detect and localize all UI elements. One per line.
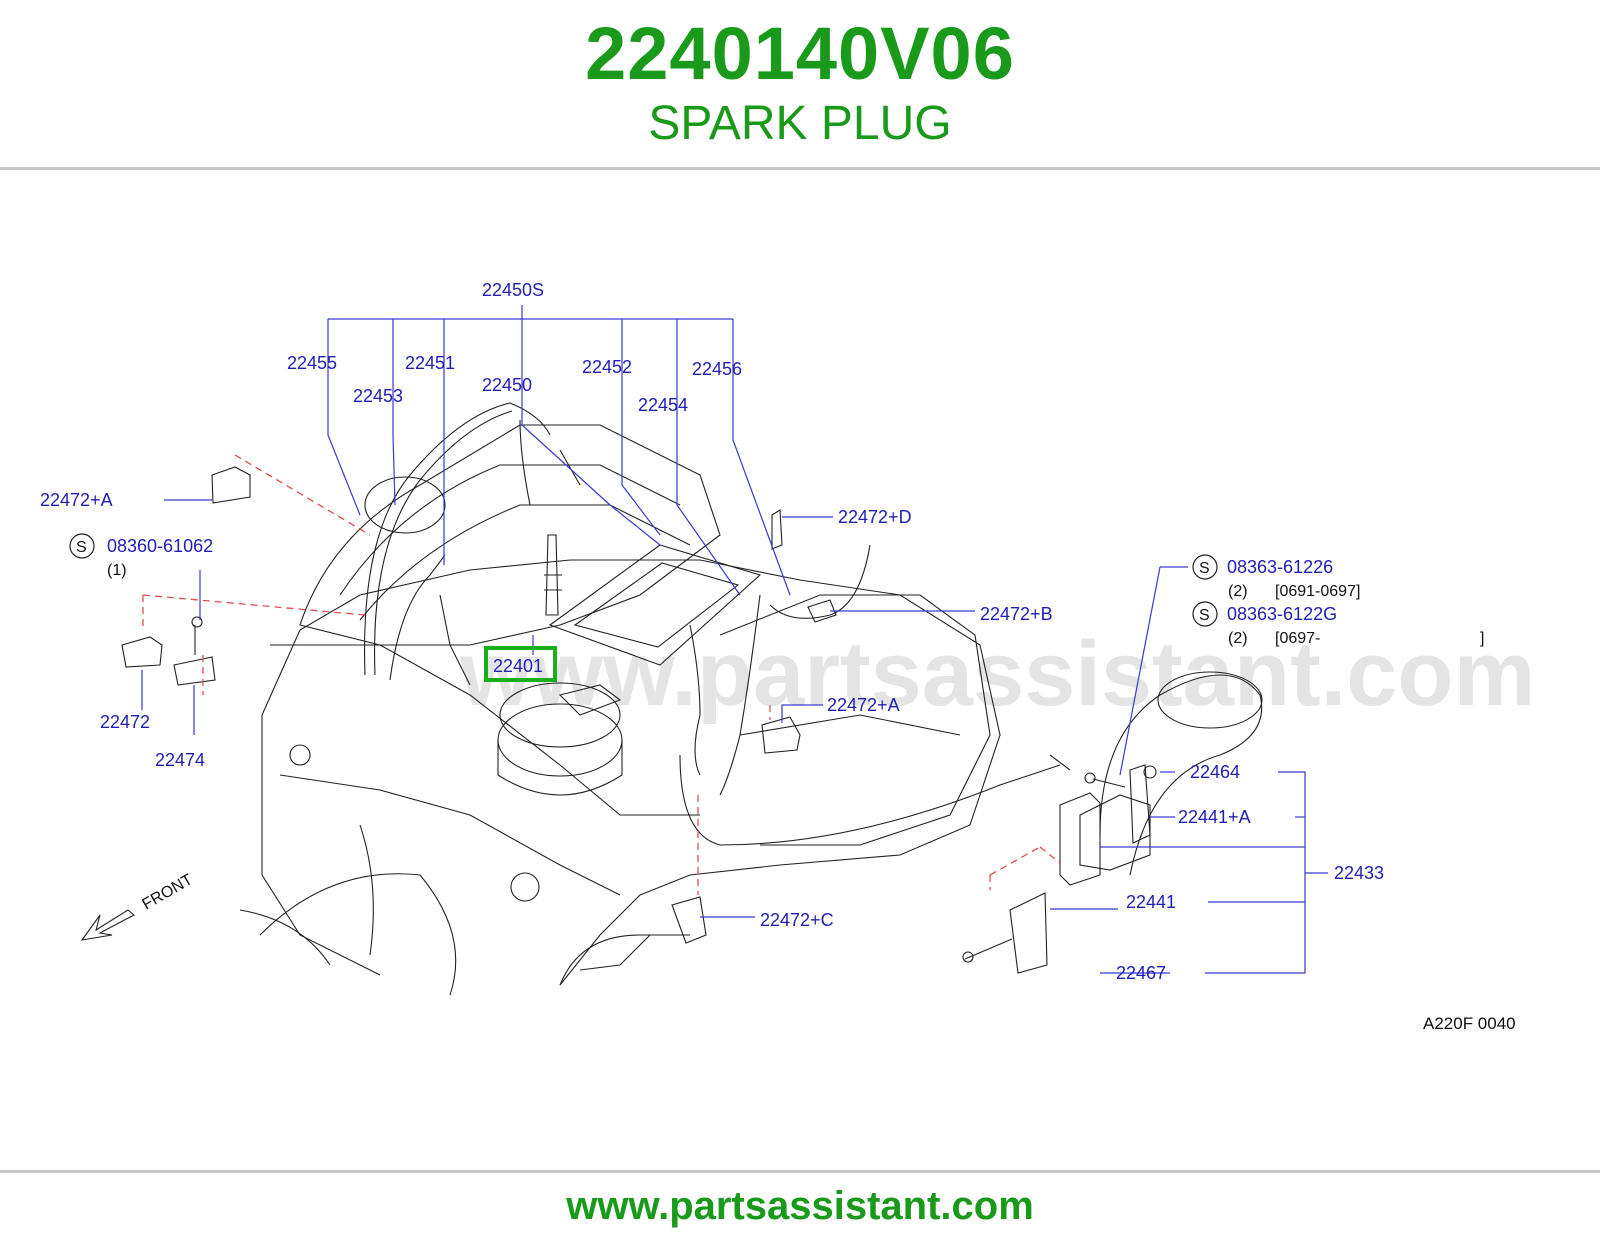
label-22452[interactable]: 22452 bbox=[582, 357, 632, 377]
leader-lines bbox=[141, 305, 1328, 974]
label-22472-B[interactable]: 22472+B bbox=[980, 604, 1053, 624]
qty-08363-61226: (2) bbox=[1228, 583, 1248, 600]
s-mark: S bbox=[1199, 607, 1210, 624]
engine-illustration bbox=[80, 402, 1263, 996]
footer-url[interactable]: www.partsassistant.com bbox=[566, 1184, 1034, 1228]
label-22472-A[interactable]: 22472+A bbox=[40, 490, 113, 510]
label-08363-6122G[interactable]: 08363-6122G bbox=[1227, 604, 1337, 624]
label-22450[interactable]: 22450 bbox=[482, 375, 532, 395]
label-08363-61226[interactable]: 08363-61226 bbox=[1227, 557, 1333, 577]
s-mark-circle bbox=[1192, 554, 1218, 580]
label-22433[interactable]: 22433 bbox=[1334, 863, 1384, 883]
label-22441[interactable]: 22441 bbox=[1126, 892, 1176, 912]
highlight-box bbox=[484, 646, 557, 682]
footer-divider bbox=[0, 1170, 1600, 1173]
s-mark: S bbox=[1199, 560, 1210, 577]
range-08363-6122G: [0697- bbox=[1275, 630, 1320, 647]
qty-08363-6122G: (2) bbox=[1228, 630, 1248, 647]
part-labels: 22450S 22455 22451 22453 22450 22452 224… bbox=[40, 280, 1516, 1033]
label-22474[interactable]: 22474 bbox=[155, 750, 205, 770]
label-22472-C[interactable]: 22472+C bbox=[760, 910, 834, 930]
label-22472-D[interactable]: 22472+D bbox=[838, 507, 912, 527]
header: 2240140V06 SPARK PLUG bbox=[0, 0, 1600, 168]
part-name: SPARK PLUG bbox=[648, 97, 952, 150]
part-number: 2240140V06 bbox=[585, 12, 1015, 95]
parts-diagram: www.partsassistant.com bbox=[40, 280, 1535, 1033]
dashed-leaders bbox=[142, 454, 1061, 895]
label-22454[interactable]: 22454 bbox=[638, 395, 688, 415]
label-22455[interactable]: 22455 bbox=[287, 353, 337, 373]
header-divider bbox=[0, 167, 1600, 170]
front-label: FRONT bbox=[140, 871, 196, 913]
diagram-code: A220F 0040 bbox=[1423, 1014, 1516, 1033]
label-22456[interactable]: 22456 bbox=[692, 359, 742, 379]
label-22451[interactable]: 22451 bbox=[405, 353, 455, 373]
s-mark-circle bbox=[1192, 601, 1218, 627]
label-22464[interactable]: 22464 bbox=[1190, 762, 1240, 782]
standard-part-marks: S S S bbox=[69, 533, 1218, 627]
label-22453[interactable]: 22453 bbox=[353, 386, 403, 406]
label-22467[interactable]: 22467 bbox=[1116, 963, 1166, 983]
label-22472[interactable]: 22472 bbox=[100, 712, 150, 732]
s-mark: S bbox=[76, 539, 87, 556]
qty-08360-61062: (1) bbox=[107, 562, 127, 579]
label-22472-A-2[interactable]: 22472+A bbox=[827, 695, 900, 715]
s-mark-circle bbox=[69, 533, 95, 559]
watermark: www.partsassistant.com bbox=[459, 623, 1535, 725]
range-close: ] bbox=[1480, 630, 1484, 647]
label-08360-61062[interactable]: 08360-61062 bbox=[107, 536, 213, 556]
range-08363-61226: [0691-0697] bbox=[1275, 583, 1360, 600]
label-22441-A[interactable]: 22441+A bbox=[1178, 807, 1251, 827]
label-22401[interactable]: 22401 bbox=[493, 656, 543, 676]
label-22450S[interactable]: 22450S bbox=[482, 280, 544, 300]
